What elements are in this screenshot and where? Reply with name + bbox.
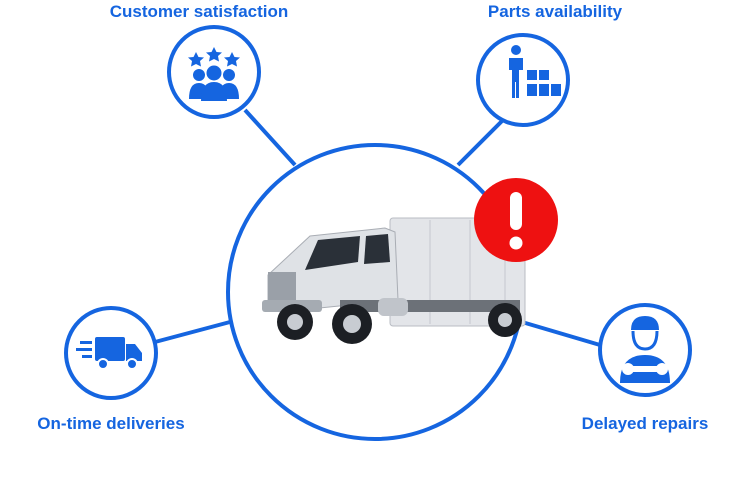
customers-stars-icon [188, 47, 240, 101]
parts-availability-node [476, 33, 570, 127]
label-on-time-deliveries: On-time deliveries [37, 414, 185, 433]
truck-image [262, 217, 526, 344]
fast-delivery-truck-icon [76, 337, 142, 370]
alert-badge [474, 178, 558, 262]
connectors [154, 108, 601, 347]
mechanic-icon [620, 316, 670, 383]
label-customer-satisfaction: Customer satisfaction [109, 2, 289, 21]
worker-boxes-icon [509, 45, 561, 98]
customer-satisfaction-node [167, 25, 261, 119]
delayed-repairs-node [598, 303, 692, 397]
label-delayed-repairs: Delayed repairs [581, 414, 709, 433]
on-time-deliveries-node [64, 306, 158, 400]
exclamation-icon [510, 192, 522, 230]
label-parts-availability: Parts availability [487, 2, 623, 21]
